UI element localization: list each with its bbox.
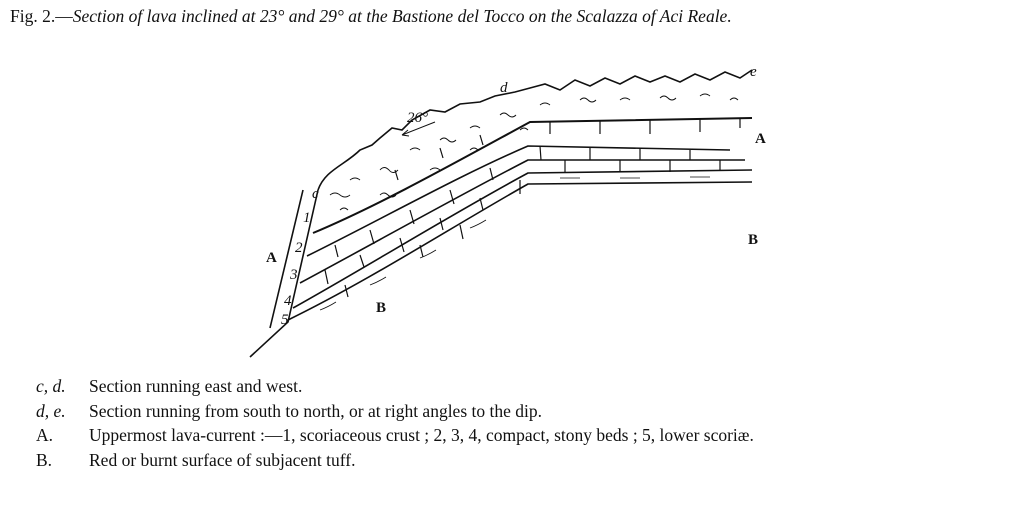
label-bed-5: 5	[281, 312, 289, 328]
caption-title: Section of lava inclined at 23° and 29° …	[72, 6, 732, 26]
caption-prefix: Fig. 2.—	[10, 6, 73, 26]
lower-scoria-texture	[319, 176, 710, 311]
bed-3-base	[299, 159, 745, 284]
legend-text: Section running east and west.	[89, 376, 303, 396]
label-bed-1: 1	[303, 210, 311, 226]
label-B-right: B	[748, 232, 758, 248]
label-bed-3: 3	[289, 267, 298, 283]
label-bed-2: 2	[295, 240, 303, 256]
bracket-A	[269, 189, 304, 329]
label-bed-4: 4	[284, 293, 292, 309]
bed-4-base	[292, 169, 753, 309]
legend-text: Red or burnt surface of subjacent tuff.	[89, 449, 356, 470]
label-d: d	[500, 80, 508, 96]
legend-text: Section running from south to north, or …	[89, 400, 542, 421]
legend-key: c, d.	[36, 376, 66, 396]
figure-caption: Fig. 2.—Section of lava inclined at 23° …	[10, 6, 732, 27]
legend-row: c, d. Section running east and west.	[36, 374, 754, 399]
figure-legend: c, d. Section running east and west. d, e…	[36, 374, 754, 472]
label-B-left: B	[376, 300, 386, 316]
label-A-left: A	[266, 250, 277, 266]
legend-row: B. Red or burnt surface of subjacent tuff…	[36, 448, 754, 473]
label-c: c	[312, 186, 319, 202]
top-surface	[317, 69, 753, 191]
bed-2-base	[306, 145, 731, 257]
bed-5-base	[287, 181, 753, 321]
legend-text: Uppermost lava-current :—1, scoriaceous …	[89, 425, 754, 445]
legend-row: A. Uppermost lava-current :—1, scoriaceou…	[36, 423, 754, 448]
label-angle: 26°	[407, 110, 428, 126]
angle-arrow	[401, 121, 436, 137]
scoria-texture	[329, 93, 739, 211]
legend-key: B.	[36, 449, 53, 470]
bed-joints	[324, 118, 741, 298]
legend-row: d, e. Section running from south to north…	[36, 399, 754, 424]
legend-key: A.	[36, 425, 54, 445]
legend-key: d, e.	[36, 400, 66, 421]
bed-1-base	[312, 117, 753, 234]
label-e: e	[750, 64, 757, 80]
section-face	[249, 189, 319, 358]
label-A-right: A	[755, 131, 766, 147]
